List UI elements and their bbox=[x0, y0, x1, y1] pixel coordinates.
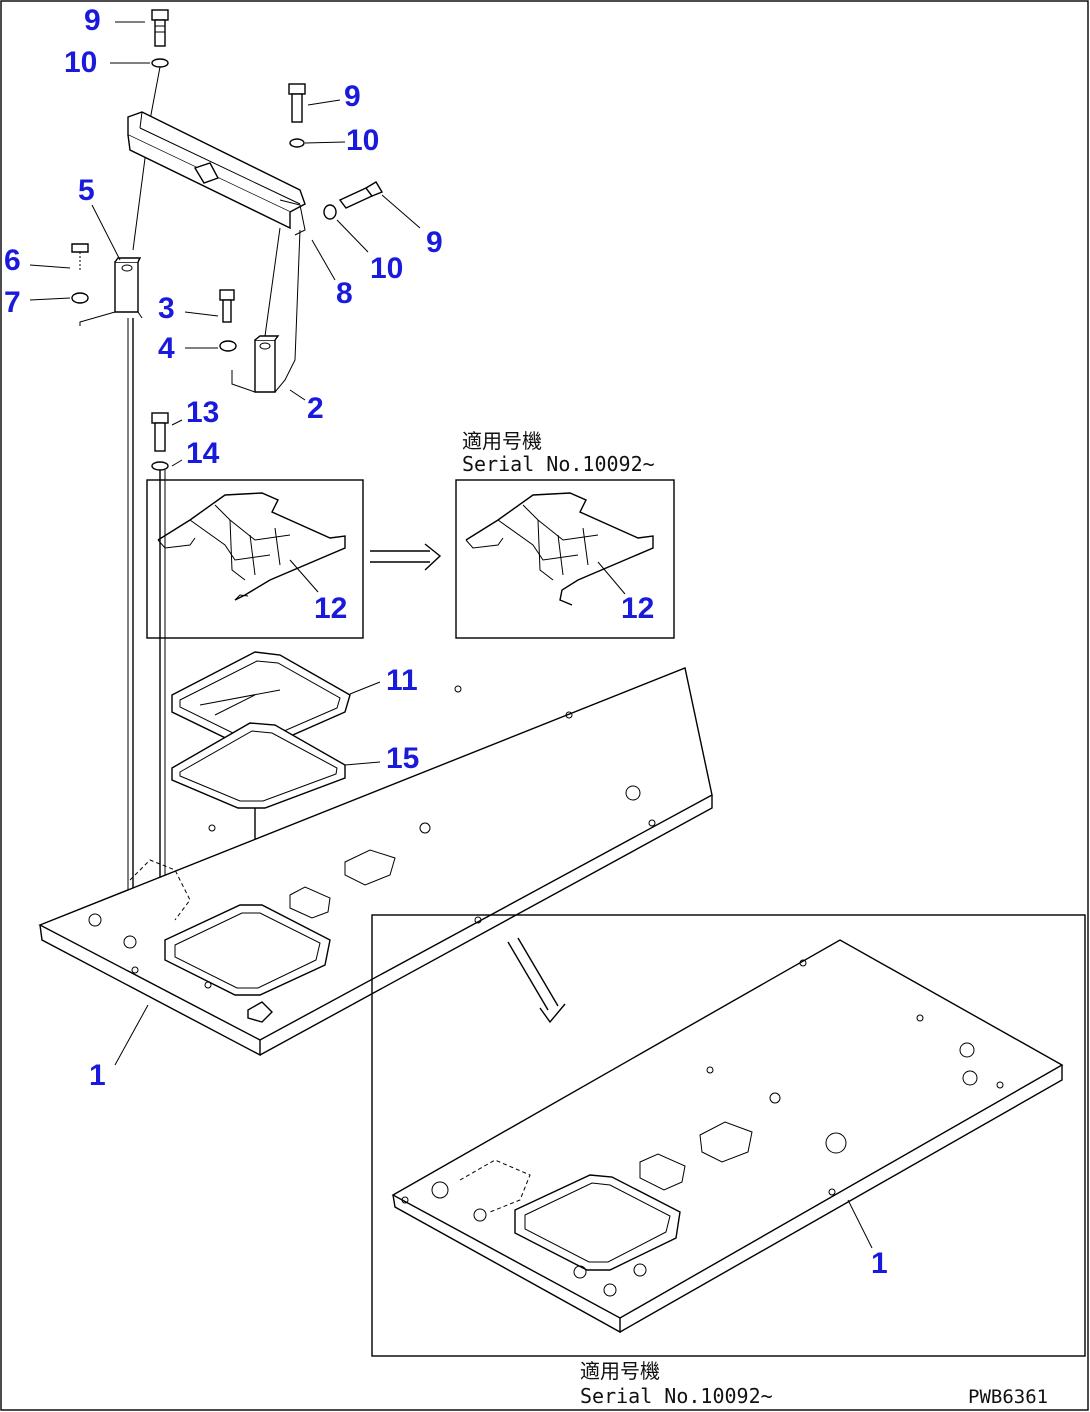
bracket-5 bbox=[79, 257, 143, 326]
cover-11 bbox=[171, 651, 351, 746]
washer-7 bbox=[71, 292, 89, 304]
pedal-box-right bbox=[455, 479, 675, 639]
gasket-15 bbox=[171, 722, 346, 809]
bracket-assembly bbox=[71, 9, 384, 393]
bolt-3 bbox=[219, 289, 235, 323]
callout-4: 4 bbox=[158, 332, 175, 365]
bolt-13 bbox=[151, 412, 169, 452]
bolt-9-mid bbox=[288, 83, 306, 123]
callout-1-main: 1 bbox=[89, 1059, 106, 1092]
washer-14 bbox=[151, 461, 169, 471]
washer-10-right bbox=[323, 204, 337, 220]
bolt-9-right bbox=[338, 181, 384, 209]
callout-7: 7 bbox=[4, 286, 21, 319]
callout-11: 11 bbox=[386, 664, 418, 697]
bracket-2 bbox=[231, 227, 301, 393]
callout-14: 14 bbox=[186, 437, 220, 470]
callout-6: 6 bbox=[4, 244, 21, 277]
serial-note-upper-jp: 適用号機 bbox=[462, 429, 542, 453]
callout-labels: 9 10 9 10 9 10 8 5 6 7 3 4 2 13 14 12 12… bbox=[4, 4, 888, 1280]
floor-plate-main bbox=[38, 667, 713, 1057]
callout-9-mid: 9 bbox=[344, 80, 361, 113]
detail-frame bbox=[371, 914, 1086, 1357]
callout-5: 5 bbox=[78, 174, 95, 207]
bolt-6 bbox=[71, 243, 89, 270]
drawing-code: PWB6361 bbox=[968, 1386, 1048, 1408]
serial-note-lower-jp: 適用号機 bbox=[580, 1359, 660, 1383]
arrow-down bbox=[507, 937, 566, 1024]
callout-12-left: 12 bbox=[314, 592, 347, 625]
callout-15: 15 bbox=[386, 742, 419, 775]
callout-9-top: 9 bbox=[84, 4, 101, 37]
callout-1-detail: 1 bbox=[871, 1247, 888, 1280]
leader-lines bbox=[29, 21, 873, 1249]
callout-2: 2 bbox=[307, 392, 324, 425]
callout-3: 3 bbox=[158, 292, 175, 325]
long-bracket-8 bbox=[127, 111, 306, 236]
callout-10-top: 10 bbox=[64, 46, 97, 79]
callout-10-mid: 10 bbox=[346, 124, 379, 157]
arrow-right bbox=[370, 543, 442, 571]
callout-9-right: 9 bbox=[426, 226, 443, 259]
floor-plate-detail bbox=[391, 939, 1064, 1334]
serial-note-lower-en: Serial No.10092~ bbox=[580, 1384, 773, 1408]
washer-4 bbox=[219, 340, 237, 352]
pedal-box-left bbox=[146, 479, 364, 639]
callout-13: 13 bbox=[186, 396, 219, 429]
callout-8: 8 bbox=[336, 277, 353, 310]
washer-10-top bbox=[151, 58, 169, 68]
bolt-9-top bbox=[151, 9, 169, 47]
washer-10-mid bbox=[289, 138, 305, 148]
callout-10-right: 10 bbox=[370, 252, 403, 285]
callout-12-right: 12 bbox=[621, 592, 654, 625]
serial-note-upper-en: Serial No.10092~ bbox=[462, 452, 655, 476]
